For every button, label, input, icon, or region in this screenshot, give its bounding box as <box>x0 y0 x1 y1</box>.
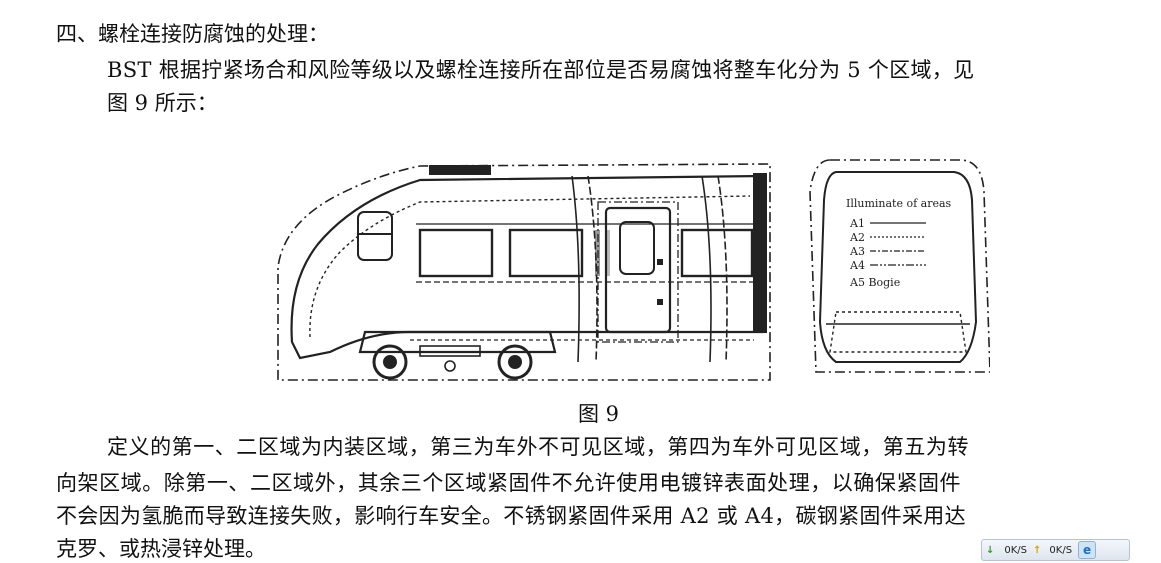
figure-caption: 图 9 <box>578 402 620 426</box>
upload-speed: 0K/S <box>1049 544 1073 556</box>
legend-title: Illuminate of areas <box>846 197 952 210</box>
cross-section-outer <box>809 159 990 373</box>
paragraph-1-line-1: BST 根据拧紧场合和风险等级以及螺栓连接所在部位是否易腐蚀将整车化分为 5 个… <box>107 58 975 82</box>
train-body <box>290 174 764 360</box>
legend-item-a2: A2 <box>849 231 865 244</box>
up-arrow-icon: ↑ <box>1033 544 1042 556</box>
paragraph-1-line-2: 图 9 所示： <box>107 91 218 115</box>
download-speed: 0K/S <box>1004 544 1028 556</box>
ie-icon[interactable]: e <box>1078 541 1097 559</box>
train-outer-zone-outline <box>277 163 771 381</box>
paragraph-2-line-1: 定义的第一、二区域为内装区域，第三为车外不可见区域，第四为车外可见区域，第五为转 <box>107 435 969 459</box>
paragraph-2-line-3: 不会因为氢脆而导致连接失败，影响行车安全。不锈钢紧固件采用 A2 或 A4，碳钢… <box>56 504 966 528</box>
cross-section-body <box>818 171 978 363</box>
network-speed-widget[interactable]: ↓ 0K/S ↑ 0K/S e <box>981 539 1130 561</box>
bogie <box>358 330 557 354</box>
paragraph-2-line-4: 克罗、或热浸锌处理。 <box>56 537 266 561</box>
legend-item-a3: A3 <box>849 245 865 258</box>
area-legend: Illuminate of areas A1 A2 A3 A4 A5 Bogie <box>846 197 952 289</box>
train-zones-figure: Illuminate of areas A1 A2 A3 A4 A5 Bogie <box>277 159 990 381</box>
legend-item-a4: A4 <box>849 259 865 272</box>
section-heading: 四、螺栓连接防腐蚀的处理： <box>56 22 329 46</box>
legend-item-a1: A1 <box>849 217 865 230</box>
paragraph-2-line-2: 向架区域。除第一、二区域外，其余三个区域紧固件不允许使用电镀锌表面处理，以确保紧… <box>56 471 962 495</box>
legend-item-a5: A5 Bogie <box>849 276 900 289</box>
down-arrow-icon: ↓ <box>986 544 995 556</box>
